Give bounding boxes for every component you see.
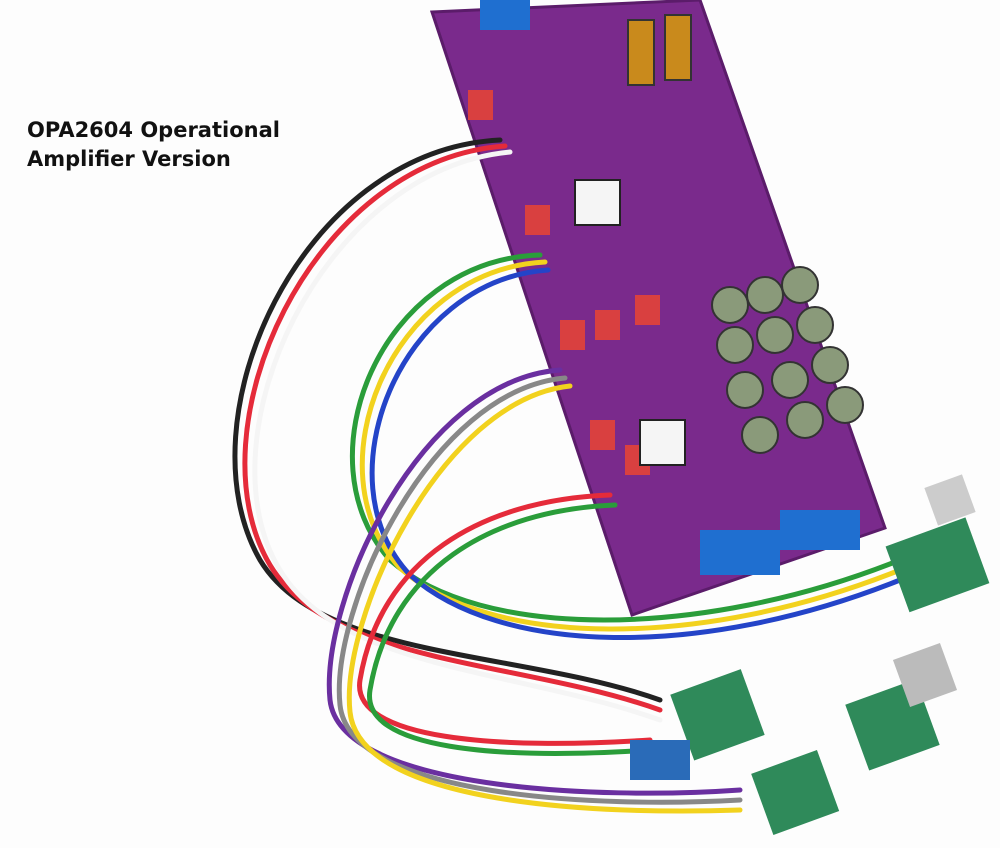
caption-line-1: OPA2604 Operational xyxy=(27,118,280,142)
op-amp-chips xyxy=(574,179,686,466)
terminal-blocks xyxy=(480,0,860,575)
electrolytic-capacitors xyxy=(627,14,864,454)
ribbon-cables xyxy=(232,137,903,814)
film-capacitors xyxy=(468,90,660,475)
potentiometers xyxy=(630,474,990,835)
caption-line-2: Amplifier Version xyxy=(27,147,231,171)
product-caption: OPA2604 Operational Amplifier Version xyxy=(27,116,280,174)
